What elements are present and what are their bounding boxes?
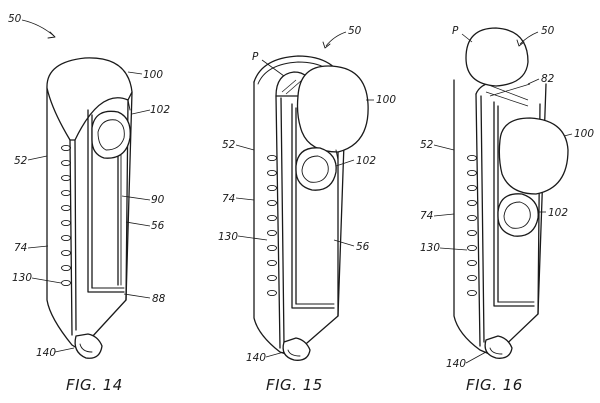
figure-14: 50 100 102 52 90 56 74 130 88 140 FIG. 1… (8, 13, 170, 394)
fig16-label-plunger: P (452, 25, 459, 37)
fig15-label-side: 74 (222, 193, 235, 205)
fig14-label-body: 52 (14, 155, 28, 167)
fig15-label-holes: 130 (218, 231, 238, 243)
fig16-vent-holes (467, 154, 477, 297)
fig14-vent-holes (61, 144, 71, 287)
fig14-label-latch: 102 (150, 104, 170, 116)
fig14-label-hook: 140 (36, 347, 56, 359)
fig16-caption: FIG. 16 (466, 376, 523, 394)
fig15-vent-holes (267, 154, 277, 297)
fig16-label-hook: 140 (446, 358, 466, 370)
figure-15: 50 P 100 52 102 74 130 56 140 FIG. 15 (218, 25, 396, 394)
fig15-label-latch: 102 (356, 155, 376, 167)
fig16-label-cap: 100 (574, 128, 594, 140)
fig14-label-bottom: 88 (152, 293, 166, 305)
fig15-label-cap: 100 (376, 94, 396, 106)
fig15-label-hook: 140 (246, 352, 266, 364)
fig14-label-cap: 100 (143, 69, 163, 81)
fig14-label-slot: 56 (151, 220, 165, 232)
fig15-label-assembly: 50 (348, 25, 362, 37)
fig16-label-spring: 82 (541, 73, 555, 85)
fig16-label-body: 52 (420, 139, 434, 151)
fig14-device-body (46, 57, 133, 359)
fig15-device-body (253, 55, 369, 361)
fig16-label-side: 74 (420, 210, 433, 222)
fig14-label-assembly: 50 (8, 13, 22, 25)
fig14-label-holes: 130 (12, 272, 32, 284)
fig16-label-latch: 102 (548, 207, 568, 219)
fig15-caption: FIG. 15 (266, 376, 323, 394)
figure-16: P 50 82 52 100 74 102 130 140 FIG. 16 (420, 25, 594, 394)
fig16-label-holes: 130 (420, 242, 440, 254)
fig14-label-rail: 90 (151, 194, 165, 206)
fig16-label-assembly: 50 (541, 25, 555, 37)
fig14-caption: FIG. 14 (66, 376, 123, 394)
fig15-label-slot: 56 (356, 241, 370, 253)
fig16-device-body (453, 27, 569, 359)
fig14-label-side: 74 (14, 242, 27, 254)
fig15-label-plunger: P (252, 51, 259, 63)
fig15-label-body: 52 (222, 139, 236, 151)
